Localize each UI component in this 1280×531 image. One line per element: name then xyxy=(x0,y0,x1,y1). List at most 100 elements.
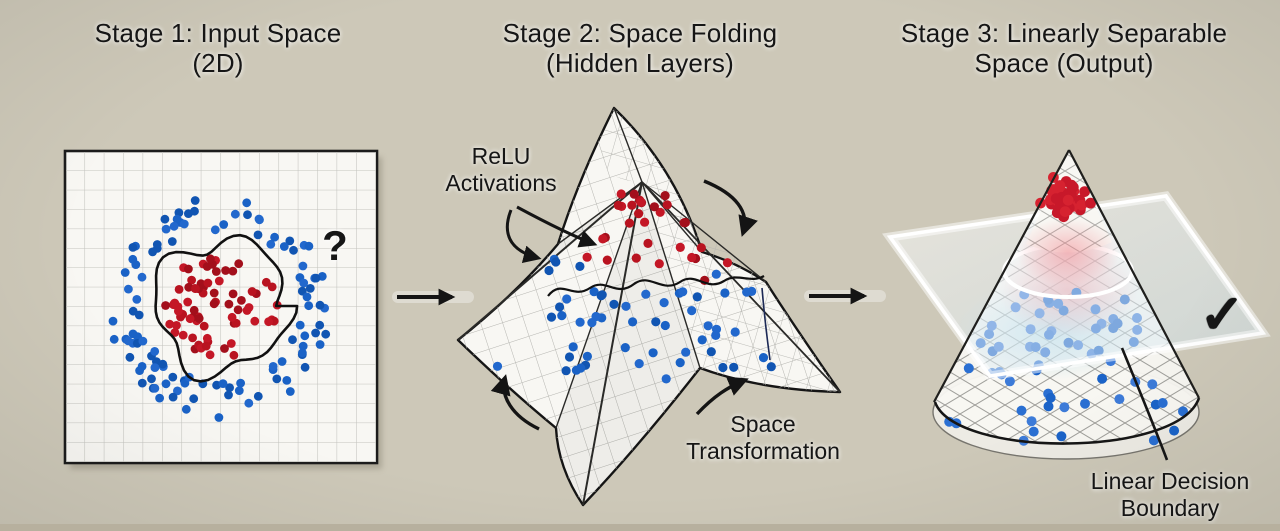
data-point xyxy=(123,336,133,346)
data-point xyxy=(963,363,974,374)
data-point xyxy=(1076,199,1087,211)
data-point xyxy=(597,290,607,300)
cone-base-front xyxy=(933,397,1201,445)
data-point xyxy=(304,241,314,251)
data-point xyxy=(568,342,578,352)
data-point xyxy=(132,295,142,304)
data-point xyxy=(172,321,181,330)
data-point xyxy=(722,258,733,268)
data-point xyxy=(629,189,639,199)
data-point xyxy=(202,333,212,343)
relu-label-line2: Activations xyxy=(445,170,557,196)
stage1-title-line2: (2D) xyxy=(192,48,244,78)
data-point xyxy=(161,301,171,310)
transform-arrow-icon xyxy=(695,376,749,416)
data-point xyxy=(564,352,575,362)
data-point xyxy=(298,261,308,271)
data-point xyxy=(152,240,162,249)
data-point xyxy=(272,374,282,384)
stage3-title-line1: Stage 3: Linearly Separable xyxy=(900,18,1228,48)
data-point xyxy=(285,387,295,396)
boundary-label-line1: Linear Decision xyxy=(1090,468,1250,494)
data-point xyxy=(137,272,147,282)
data-point xyxy=(730,327,740,337)
data-point xyxy=(678,287,688,297)
data-point xyxy=(289,245,298,255)
data-point xyxy=(711,324,722,334)
data-point xyxy=(203,278,213,288)
data-point xyxy=(609,299,619,309)
data-point xyxy=(282,376,292,385)
data-point xyxy=(210,225,220,235)
data-point xyxy=(1148,435,1159,446)
data-point xyxy=(681,347,691,357)
data-point xyxy=(147,374,156,384)
data-point xyxy=(174,285,184,294)
data-point xyxy=(562,294,572,304)
cone-outline xyxy=(933,149,1200,403)
data-point xyxy=(662,200,672,210)
data-point xyxy=(634,359,644,369)
data-point xyxy=(250,316,260,326)
data-point xyxy=(706,347,716,357)
data-point xyxy=(589,287,599,297)
data-point xyxy=(134,310,144,320)
data-point xyxy=(199,321,209,331)
data-point xyxy=(266,239,276,249)
data-point xyxy=(627,200,637,210)
data-point xyxy=(1178,406,1188,417)
data-point xyxy=(211,267,221,276)
data-point xyxy=(628,317,638,327)
data-point xyxy=(209,288,219,298)
transform-label-line1: Space xyxy=(730,411,796,437)
data-point xyxy=(315,300,325,310)
data-point xyxy=(128,254,138,264)
data-point xyxy=(1043,401,1054,412)
data-point xyxy=(687,306,697,316)
data-point xyxy=(1157,398,1168,408)
data-point xyxy=(758,353,769,363)
data-point xyxy=(544,265,554,276)
data-point xyxy=(184,264,193,274)
data-point xyxy=(305,284,315,293)
data-point xyxy=(165,319,175,329)
space-transformation-label: Space Transformation xyxy=(663,411,863,465)
red-dot-cluster xyxy=(161,254,282,360)
data-point xyxy=(230,209,240,219)
data-point xyxy=(187,275,197,285)
data-point xyxy=(636,197,646,207)
data-point xyxy=(224,299,234,309)
data-point xyxy=(205,350,215,360)
data-point xyxy=(170,328,180,337)
data-point xyxy=(242,198,252,208)
data-point xyxy=(178,330,188,340)
data-point xyxy=(237,296,246,305)
data-point xyxy=(264,317,273,327)
data-point xyxy=(315,340,325,349)
data-point xyxy=(643,238,653,248)
data-point xyxy=(311,273,321,283)
data-point xyxy=(620,343,630,353)
fold-arrow-bottom-left-icon xyxy=(490,374,540,431)
data-point xyxy=(634,209,644,219)
data-point xyxy=(1016,405,1027,416)
data-point xyxy=(1028,426,1039,437)
data-point xyxy=(253,391,263,401)
data-point xyxy=(575,317,585,327)
data-point xyxy=(227,312,237,322)
data-point xyxy=(174,306,183,316)
data-point xyxy=(169,221,179,231)
data-point xyxy=(687,252,697,263)
data-point xyxy=(137,362,147,371)
data-point xyxy=(582,351,593,361)
data-point xyxy=(696,243,706,253)
stage3-title: Stage 3: Linearly Separable Space (Outpu… xyxy=(852,18,1276,78)
data-point xyxy=(575,261,585,271)
data-point xyxy=(108,316,118,326)
data-point xyxy=(624,218,635,228)
data-point xyxy=(268,362,278,371)
data-point xyxy=(125,352,135,362)
data-point xyxy=(648,348,658,358)
data-point xyxy=(675,358,685,368)
data-point xyxy=(184,282,194,292)
